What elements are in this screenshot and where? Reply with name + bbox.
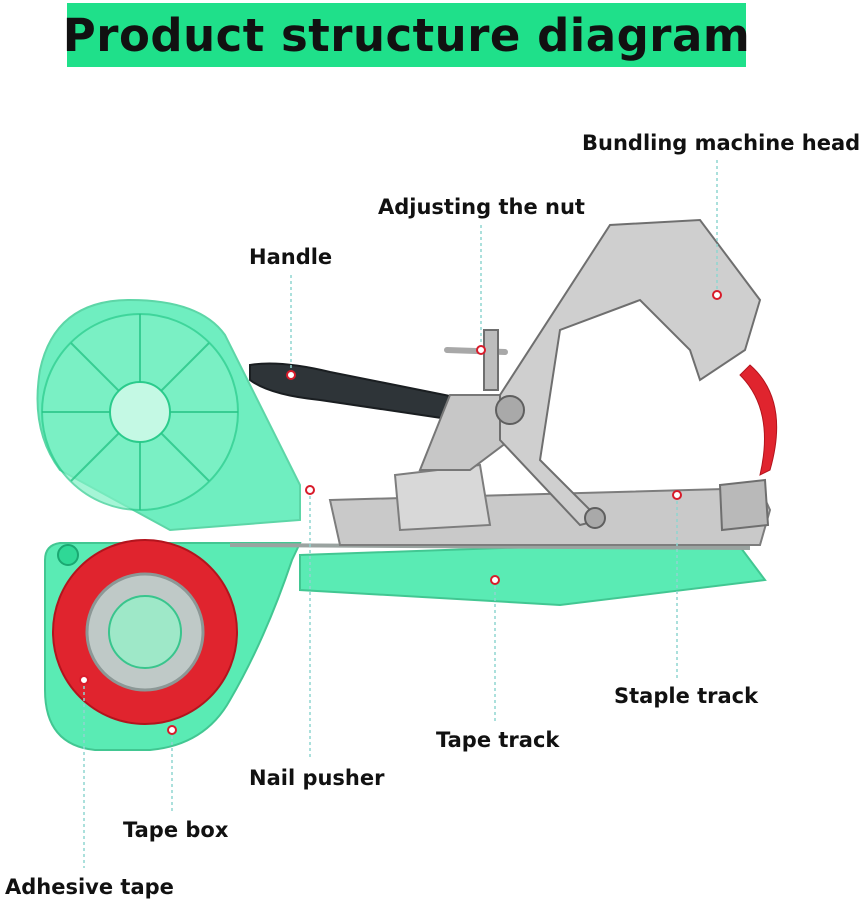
marker-handle [286, 370, 296, 380]
marker-adhesive [79, 675, 89, 685]
title-banner: Product structure diagram [63, 3, 750, 67]
marker-head [712, 290, 722, 300]
staple-track [328, 463, 772, 546]
label-staple-track: Staple track [614, 684, 759, 708]
label-tape-track: Tape track [436, 728, 560, 752]
tape-track [229, 538, 767, 607]
label-bundling-machine-head: Bundling machine head [582, 131, 861, 155]
lower-tape-box [44, 539, 302, 751]
marker-tape-track [490, 575, 500, 585]
bundling-machine-head [495, 218, 778, 529]
label-tape-box: Tape box [123, 818, 229, 842]
tape-box [36, 298, 301, 532]
label-adhesive-tape: Adhesive tape [5, 875, 174, 899]
page-title: Product structure diagram [62, 8, 751, 62]
label-nail-pusher: Nail pusher [249, 766, 385, 790]
label-handle: Handle [249, 245, 333, 269]
marker-staple [672, 490, 682, 500]
adjusting-nut [444, 329, 508, 391]
marker-tape-box [167, 725, 177, 735]
marker-nail [305, 485, 315, 495]
marker-nut [476, 345, 486, 355]
label-adjusting-the-nut: Adjusting the nut [378, 195, 585, 219]
